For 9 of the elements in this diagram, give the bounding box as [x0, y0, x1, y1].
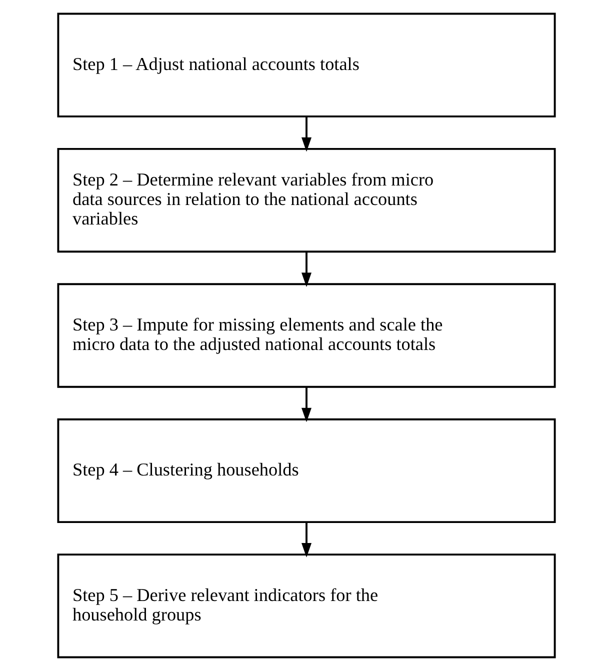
- node-box: Step 3 – Impute for missing elements and scale the micro data to the adjusted national accounts totals: [56, 283, 556, 388]
- node-box: Step 5 – Derive relevant indicators for the household groups: [56, 554, 556, 658]
- arrow: [300, 116, 312, 152]
- node-box: Step 2 – Determine relevant variables from micro data sources in relation to the national accounts variables: [56, 148, 556, 253]
- arrow: [300, 252, 312, 287]
- arrow: [300, 386, 312, 422]
- arrow: [300, 522, 312, 558]
- node-box: Step 1 – Adjust national accounts totals: [56, 12, 556, 118]
- node-box: Step 4 – Clustering households: [56, 418, 556, 524]
